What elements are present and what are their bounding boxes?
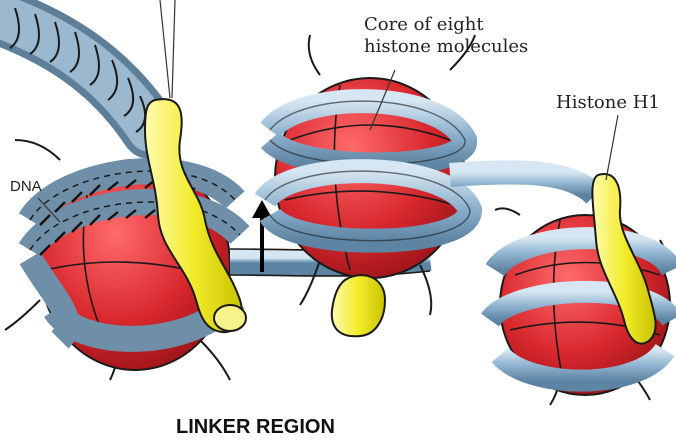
histone-h1-label: Histone H1 [556, 92, 660, 114]
dna-label: DNA [10, 178, 42, 195]
core-label-line2: histone molecules [364, 36, 528, 58]
histone-h1-center [332, 275, 385, 336]
core-label: Core of eight histone molecules [364, 14, 528, 58]
core-label-line1: Core of eight [364, 14, 528, 36]
linker-region-label: LINKER REGION [176, 416, 335, 439]
chromatin-fiber [10, 8, 150, 132]
